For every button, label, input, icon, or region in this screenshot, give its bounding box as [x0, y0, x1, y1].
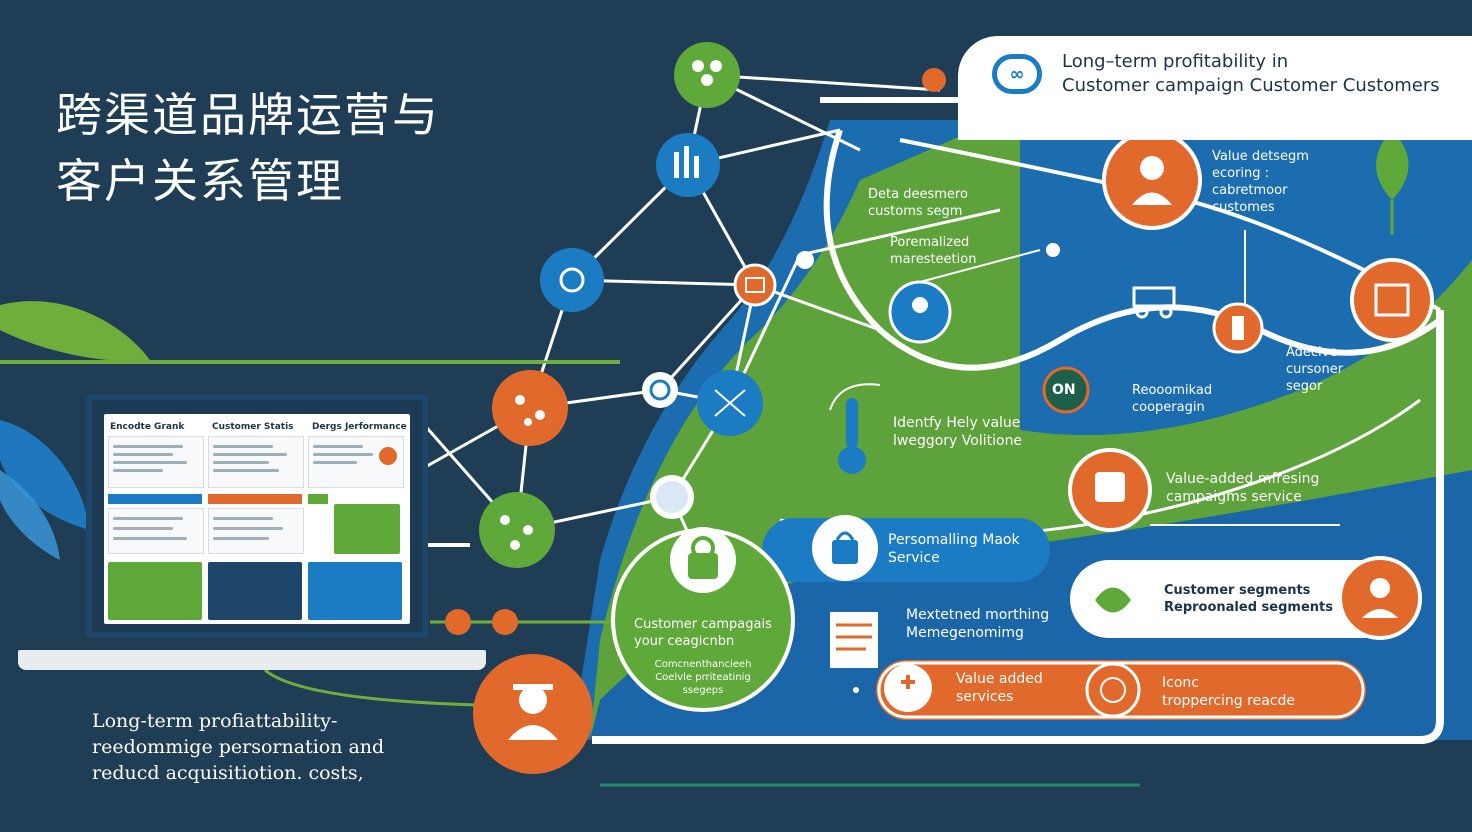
leaf-icon-top [1376, 130, 1409, 200]
blue-person-icon [888, 280, 952, 344]
dashboard-bar [108, 494, 202, 504]
node-sync [642, 372, 678, 408]
orange-right-icon [1350, 258, 1434, 342]
truck-icon [1132, 286, 1176, 319]
node-green-nodes [479, 492, 555, 568]
dashboard-panel [308, 436, 404, 488]
on-badge: ON [1052, 382, 1076, 398]
dashboard-panel [108, 436, 204, 488]
dashboard-panel [208, 508, 304, 554]
dashboard-tile [308, 562, 402, 620]
label-data-segm: Deta deesmero customs segm [868, 187, 968, 219]
leaf-icon [0, 301, 150, 361]
dashboard-col1-title: Encodte Grank [110, 422, 185, 432]
node-barchart [656, 133, 720, 197]
dashboard-tile [208, 562, 302, 620]
label-personalized-interaction: Poremalized maresteetion [890, 235, 977, 267]
leaf-icon [0, 470, 60, 560]
node-network [540, 248, 604, 312]
dashboard-panel [334, 504, 400, 554]
header-text: Long–term profitability in Customer camp… [1062, 50, 1440, 98]
label-value-added-services: Value added services [956, 671, 1043, 705]
user-icon-right [1338, 556, 1422, 640]
segments-pill-bg [1070, 560, 1422, 638]
label-customer-segments: Customer segments Reproonaled segments [1164, 583, 1333, 615]
lock-icon [670, 527, 736, 593]
dashboard-panel [208, 436, 304, 488]
title-line-1: 跨渠道品牌运营与 [56, 88, 440, 142]
leaf-icon [0, 420, 90, 530]
bag-icon [812, 515, 878, 581]
header-card [958, 36, 1472, 140]
award-icon [1068, 448, 1152, 532]
label-value-added-marketing: Value-added mfresing campaigms service [1166, 471, 1320, 505]
laptop-base [18, 650, 486, 670]
plus-icon [884, 664, 932, 712]
dashboard-bar [308, 494, 328, 504]
laptop-screen: Encodte Grank Customer Statis Dergs Jerf… [86, 394, 428, 638]
dashboard-col3-title: Dergs Jerformance [312, 422, 407, 432]
label-campaign-small: Comcnenthancieeh Coelvle prriteatinig ss… [654, 659, 752, 696]
label-personalizing-service: Persomalling Maok Service [888, 532, 1020, 566]
target-icon [1085, 662, 1141, 718]
label-iconic-reach: Iconc troppercing reacde [1162, 675, 1295, 709]
node-chart [733, 263, 777, 307]
node-people [674, 42, 740, 108]
page-title: 跨渠道品牌运营与 客户关系管理 [56, 82, 440, 214]
value-pill-bg [876, 660, 1366, 720]
label-campaign-circle: Customer campagais your ceagicnbn [634, 617, 772, 649]
green-leaf-badge [1079, 564, 1147, 632]
hat-person-icon [473, 654, 593, 774]
footer-line-3: reducd acquisitiotion. costs, [92, 762, 364, 784]
dashboard: Encodte Grank Customer Statis Dergs Jerf… [104, 414, 410, 624]
label-marketing-management: Mextetned morthing Memegenomimg [906, 607, 1050, 641]
footer-line-2: reedommige persornation and [92, 736, 385, 758]
dashboard-col2-title: Customer Statis [212, 422, 294, 432]
user-icon-top [1102, 130, 1202, 230]
footer-line-1: Long-term profiattability- [92, 710, 338, 732]
dashboard-panel [108, 508, 204, 554]
node-blue-nodes [697, 370, 763, 436]
orange-small-icon [1212, 302, 1264, 354]
header-line-2: Customer campaign Customer Customers [1062, 75, 1440, 96]
label-value-segment: Value detsegm ecoring : cabretmoor custo… [1212, 149, 1309, 215]
title-line-2: 客户关系管理 [56, 154, 344, 208]
dashboard-bar [208, 494, 302, 504]
header-line-1: Long–term profitability in [1062, 51, 1289, 72]
footer-text: Long-term profiattability- reedommige pe… [92, 708, 422, 786]
label-identify-value: Identfy Hely value lweggory Volitione [893, 415, 1023, 449]
thermometer-icon [846, 398, 858, 448]
dashboard-tile [108, 562, 202, 620]
logo-icon: ∞ [992, 54, 1042, 94]
on-badge-shape [1042, 366, 1090, 414]
label-personalized-recommend: Reooomikad cooperagin [1132, 383, 1213, 415]
node-orange-network [492, 370, 568, 446]
document-icon [830, 612, 878, 668]
panel-frame [592, 310, 1444, 744]
label-adaptive-segment: Adecive cursoner segor [1286, 345, 1344, 394]
